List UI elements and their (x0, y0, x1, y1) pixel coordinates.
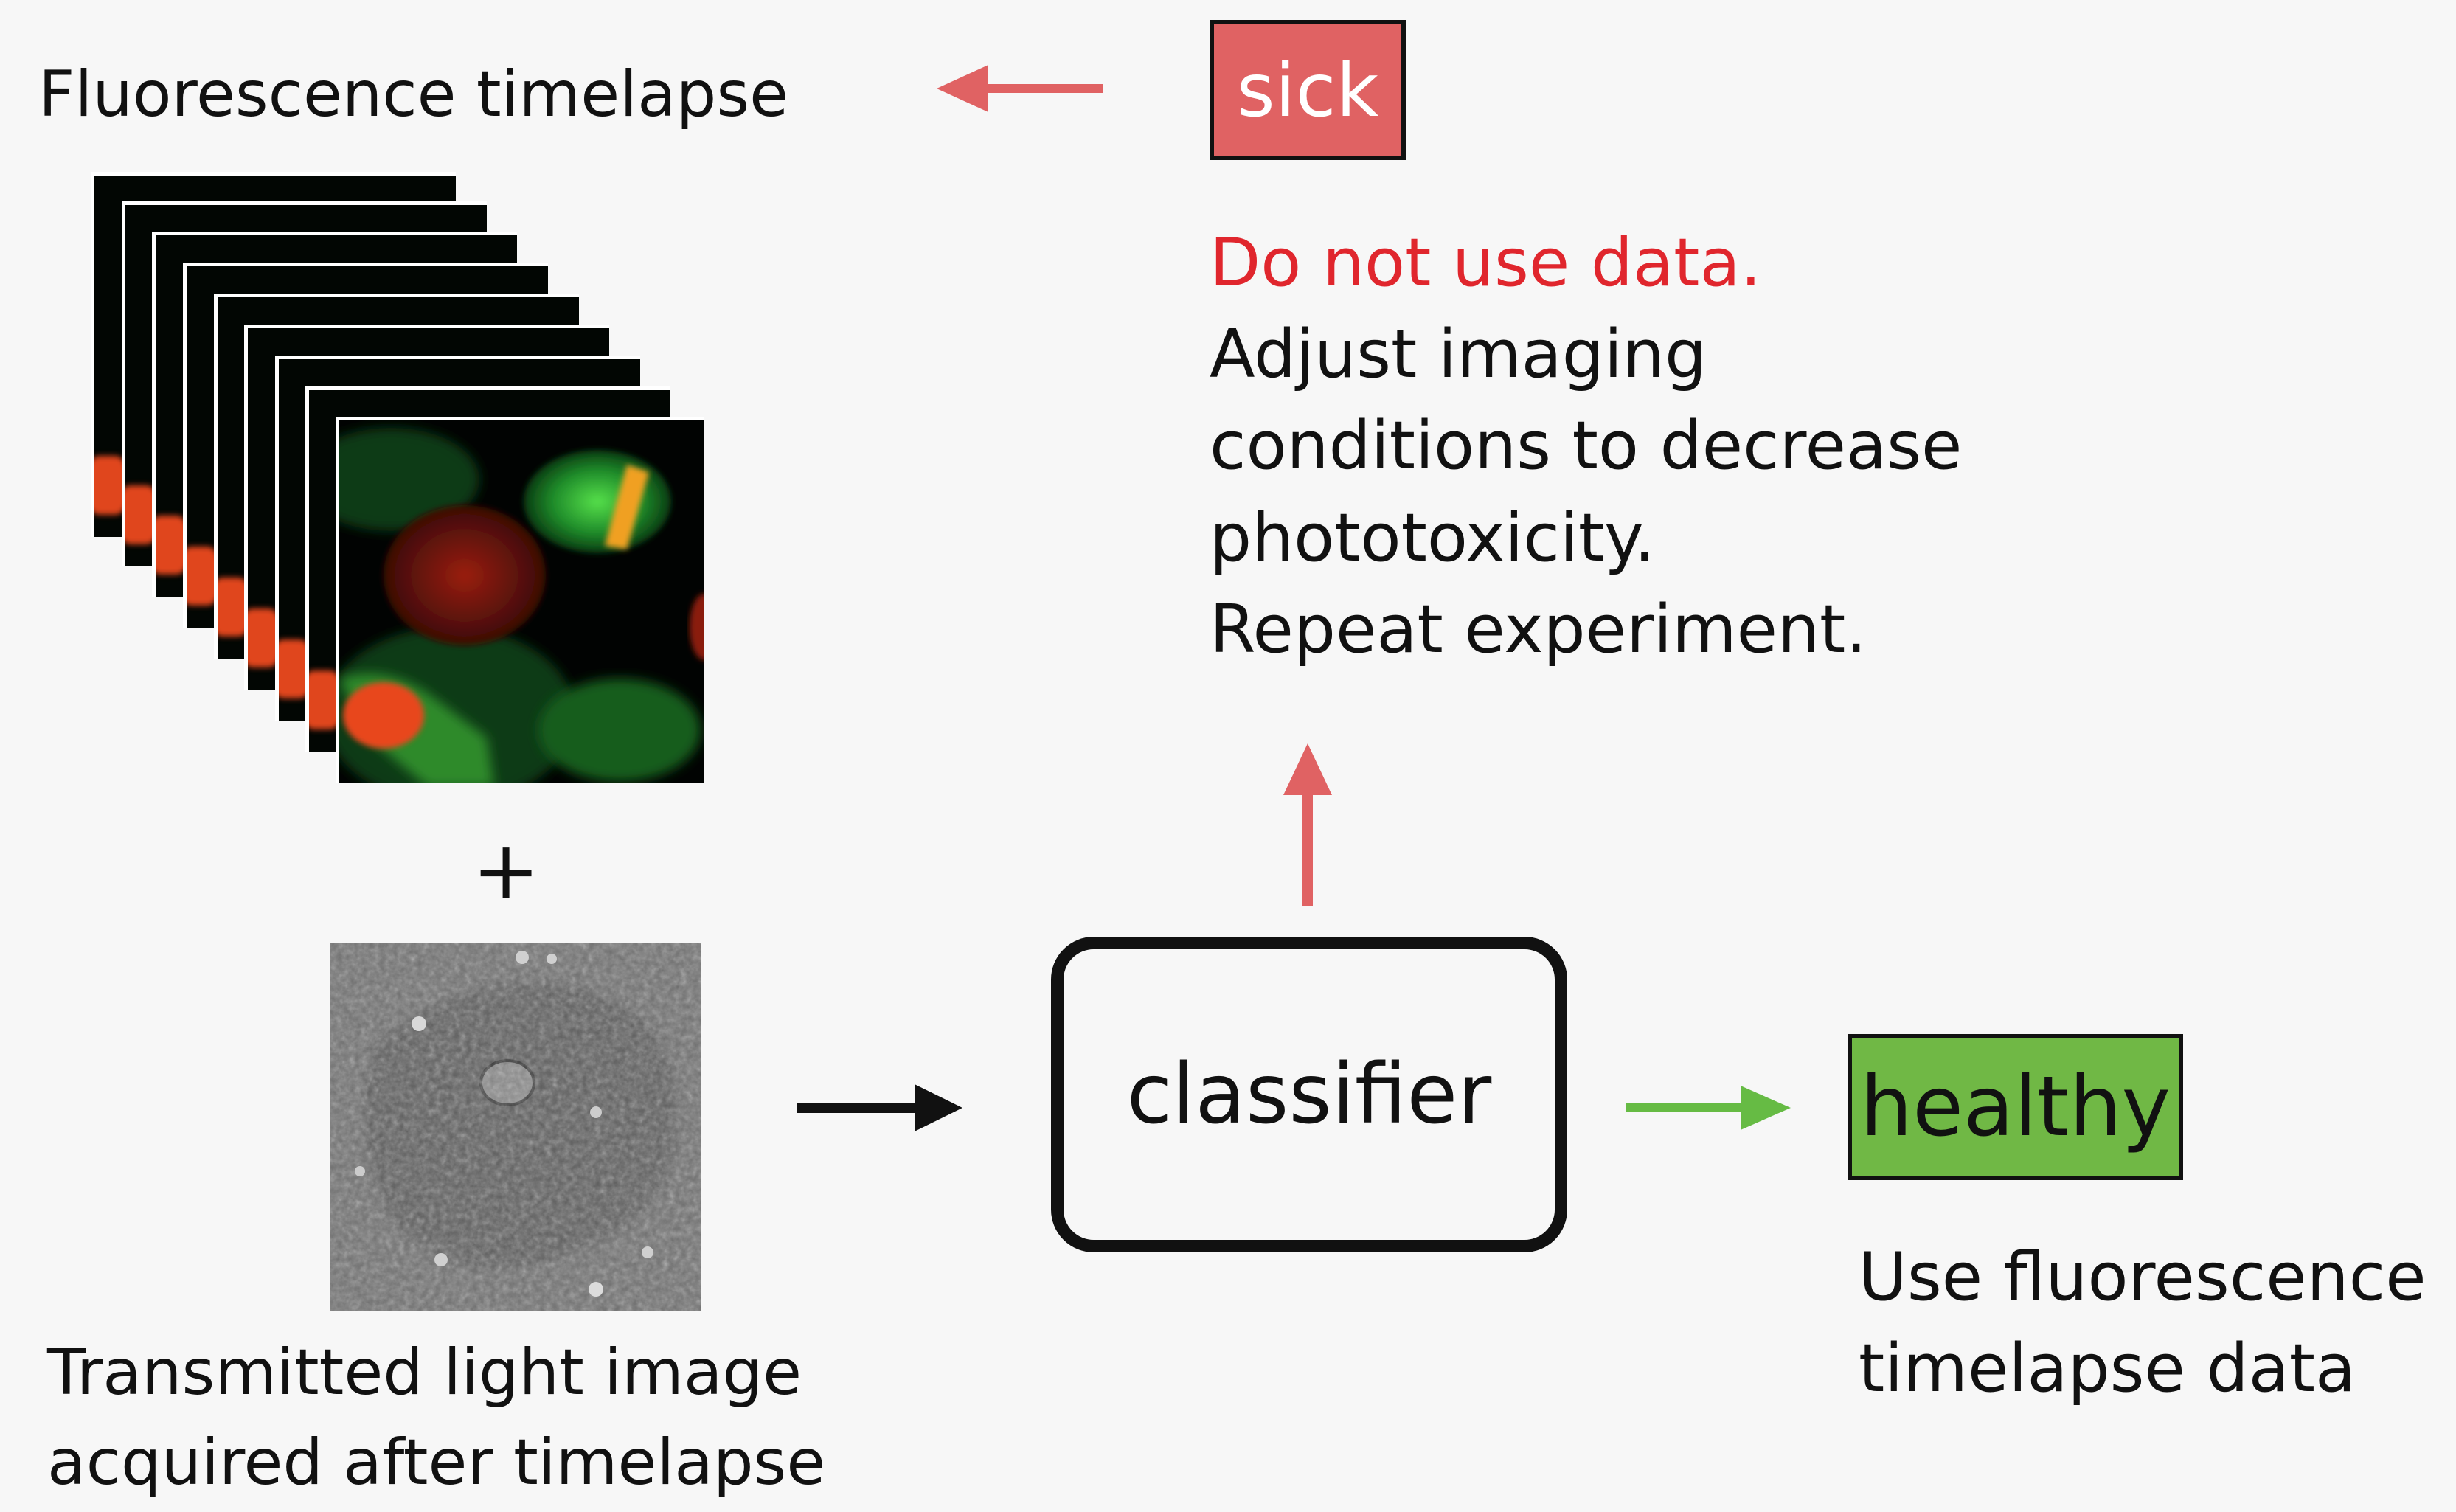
transmitted-light-caption: Transmitted light image acquired after t… (47, 1328, 825, 1508)
arrow-right-icon (797, 1084, 962, 1131)
arrow-up-red-icon (1283, 743, 1332, 906)
sick-instruction-line: conditions to decrease (1210, 407, 1963, 485)
sick-warning: Do not use data. (1210, 224, 1762, 302)
transmitted-light-image (330, 943, 701, 1311)
classifier-label: classifier (1126, 1047, 1492, 1142)
fluorescence-timelapse-title: Fluorescence timelapse (38, 58, 789, 131)
transmitted-light-icon (330, 943, 701, 1311)
sick-instruction-line: Repeat experiment. (1210, 590, 1867, 668)
healthy-label: healthy (1860, 1059, 2171, 1155)
healthy-instructions: Use fluorescence timelapse data (1859, 1232, 2426, 1415)
transmitted-caption-line: acquired after timelapse (47, 1426, 826, 1500)
plus-sign: + (472, 823, 541, 918)
fluorescence-front-frame (336, 417, 704, 783)
healthy-instruction-line: timelapse data (1859, 1330, 2356, 1408)
sick-instruction-line: Adjust imaging (1210, 316, 1707, 394)
sick-box: sick (1210, 20, 1406, 160)
healthy-instruction-line: Use fluorescence (1859, 1238, 2426, 1316)
healthy-box: healthy (1848, 1034, 2183, 1180)
sick-instruction-line: phototoxicity. (1210, 499, 1656, 577)
arrow-right-green-icon (1626, 1086, 1791, 1130)
transmitted-caption-line: Transmitted light image (47, 1336, 802, 1409)
sick-instructions: Do not use data. Adjust imaging conditio… (1210, 218, 1962, 676)
arrow-left-red-icon (937, 65, 1103, 112)
sick-label: sick (1236, 46, 1379, 133)
classifier-box: classifier (1051, 937, 1567, 1252)
fluorescence-cells-icon (339, 428, 704, 783)
